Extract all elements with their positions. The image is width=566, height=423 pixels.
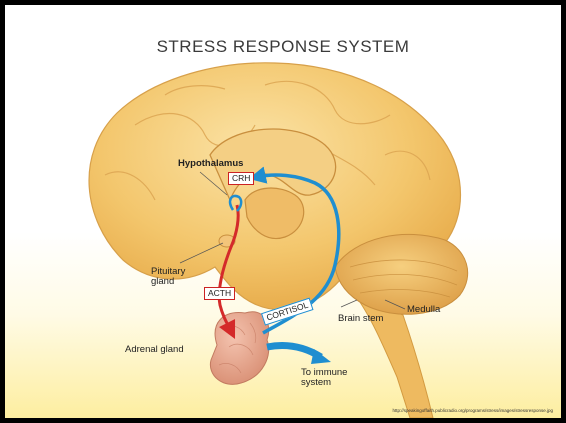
stress-response-diagram [5,5,561,418]
label-crh: CRH [228,172,254,185]
label-medulla: Medulla [407,305,440,315]
label-adrenal-gland: Adrenal gland [125,345,184,355]
label-pituitary-gland: Pituitary gland [151,267,185,287]
source-url: http://speakingoffaith.publicradio.org/p… [393,408,554,413]
label-pituitary-line2: gland [151,277,185,287]
label-brain-stem: Brain stem [338,314,383,324]
adrenal-gland-illustration [210,312,268,385]
label-hypothalamus: Hypothalamus [178,159,243,169]
brain-illustration [89,63,468,418]
label-immune-line2: system [301,378,347,388]
slide: STRESS RESPONSE SYSTEM [5,5,561,418]
label-immune-system: To immune system [301,368,347,388]
label-acth: ACTH [204,287,235,300]
